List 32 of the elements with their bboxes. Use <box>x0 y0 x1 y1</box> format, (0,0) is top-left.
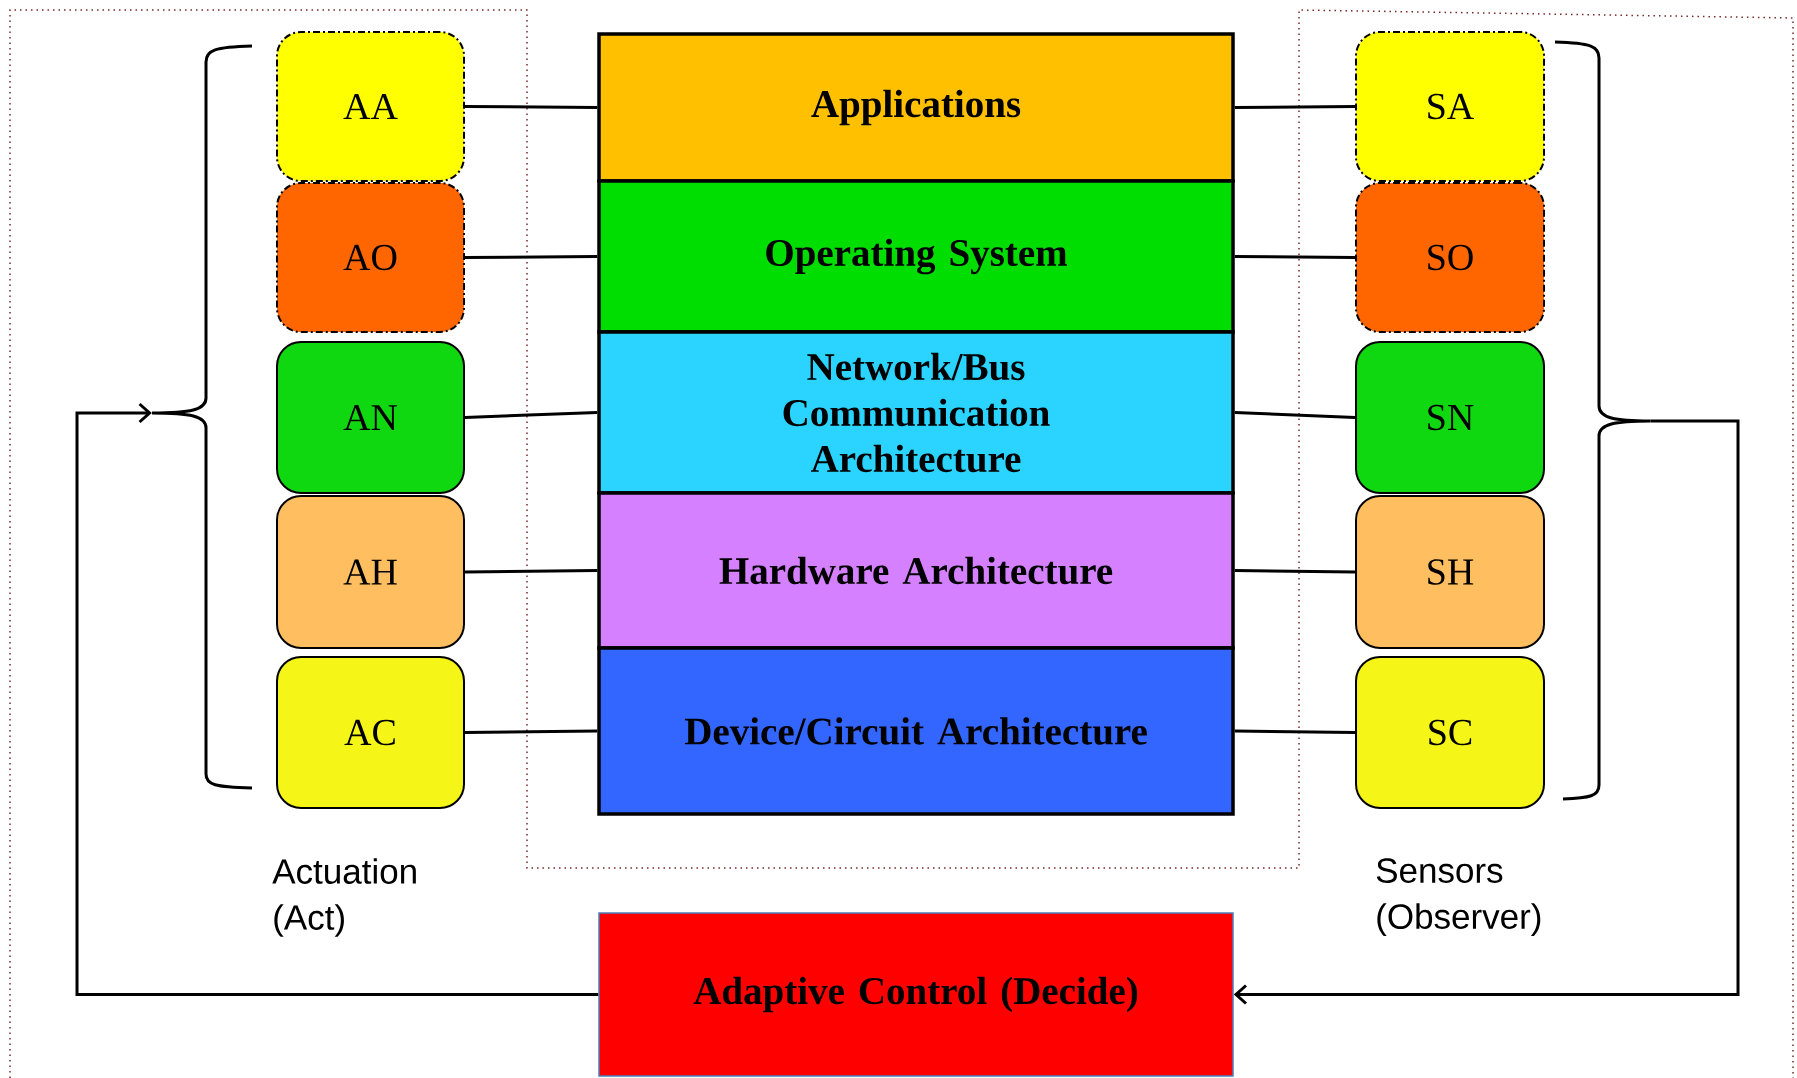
rounded-box: AC <box>276 656 465 809</box>
rounded-box: AA <box>276 31 465 182</box>
connector-line <box>1234 569 1356 574</box>
layer-box: Network/Bus Communication Architecture <box>597 330 1235 495</box>
feedback-arrow <box>75 402 599 996</box>
connector-line <box>464 411 598 419</box>
connector-line <box>465 729 598 734</box>
rounded-box: AH <box>276 495 465 649</box>
connector-line <box>465 569 598 574</box>
layer-box: Applications <box>597 32 1235 183</box>
control-box: Adaptive Control (Decide) <box>598 912 1234 1077</box>
connector-line <box>465 255 598 259</box>
curly-bracket <box>1554 40 1652 801</box>
connector-line <box>1234 729 1356 734</box>
layer-box: Operating System <box>597 179 1235 334</box>
rounded-box: SC <box>1355 656 1545 809</box>
rounded-box: SA <box>1355 31 1545 182</box>
layer-box: Hardware Architecture <box>597 491 1235 650</box>
rounded-box: SO <box>1355 182 1545 333</box>
rounded-box: SN <box>1355 341 1545 494</box>
rounded-box: AN <box>276 341 465 494</box>
connector-line <box>1234 105 1356 109</box>
side-label: Sensors (Observer) <box>1376 858 1541 936</box>
connector-line <box>465 105 598 109</box>
connector-line <box>1234 411 1356 419</box>
layer-box: Device/Circuit Architecture <box>597 646 1235 816</box>
curly-bracket <box>150 44 253 790</box>
side-label: Actuation (Act) <box>272 858 416 937</box>
connector-line <box>1234 255 1356 259</box>
rounded-box: AO <box>276 182 465 333</box>
feedback-arrow <box>1233 419 1740 1005</box>
rounded-box: SH <box>1355 495 1545 649</box>
